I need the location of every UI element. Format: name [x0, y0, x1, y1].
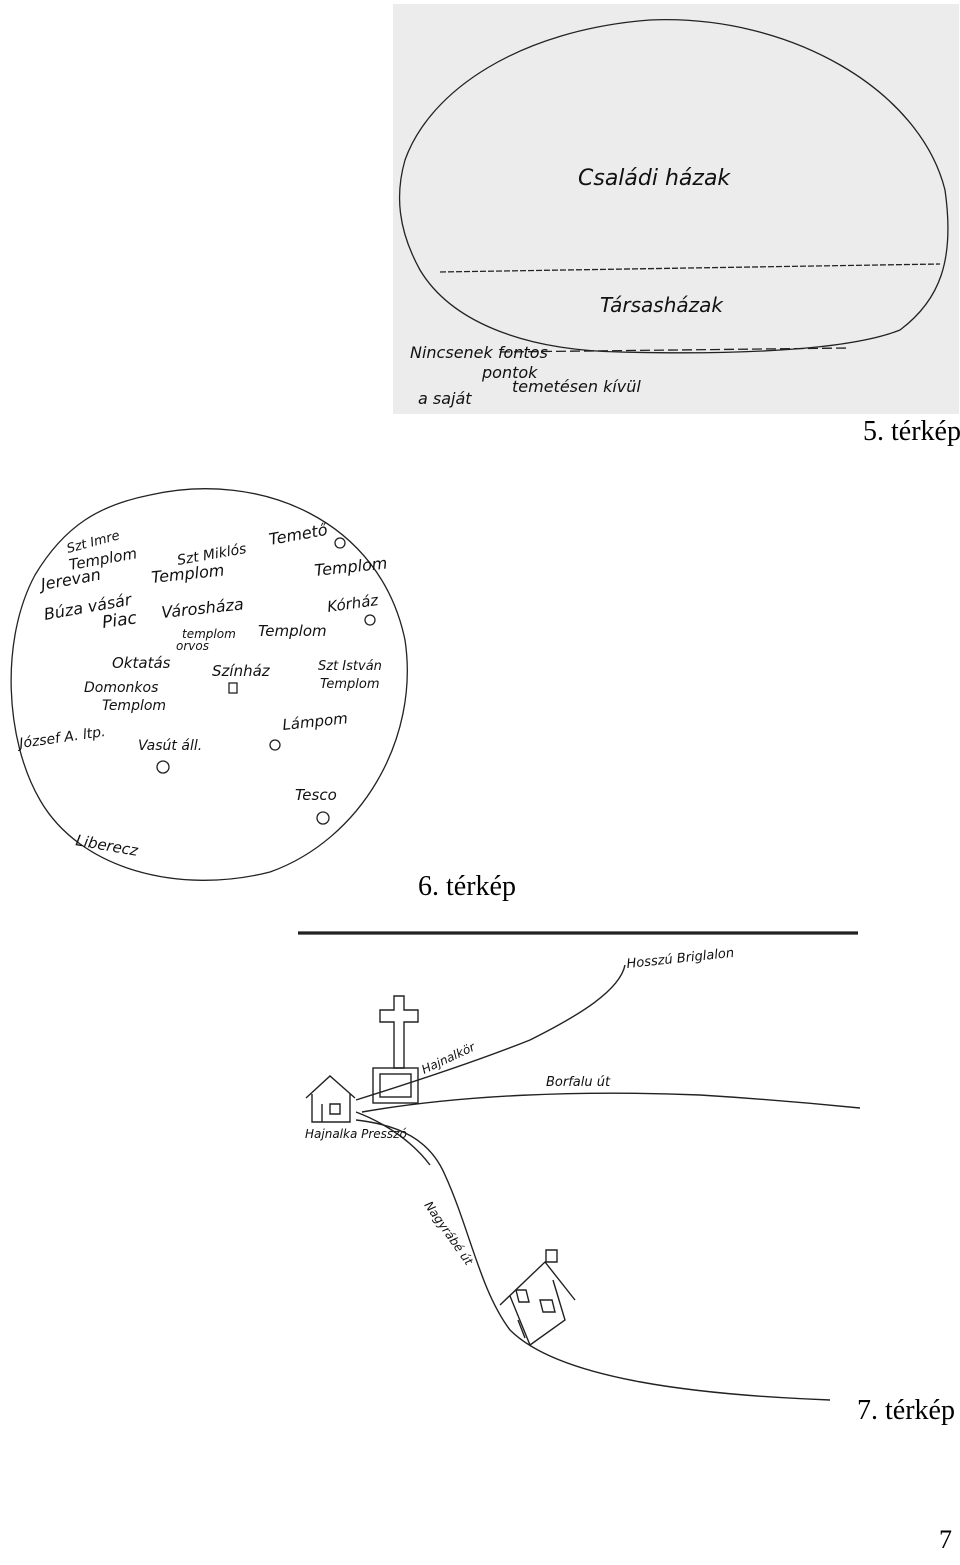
marker-circle — [334, 537, 346, 549]
map5-drawing — [398, 19, 949, 354]
map6-labels: Szt Imre Templom Szt Miklós Templom Jere… — [15, 520, 388, 860]
map6-label: Lámpom — [282, 709, 349, 734]
map5-oval-outline — [398, 19, 949, 354]
map7-cross-icon — [379, 995, 419, 1069]
marker-circle — [269, 739, 281, 751]
map6-label: Piac — [101, 608, 139, 633]
map7-drawing — [298, 931, 861, 1401]
map5-underline — [499, 347, 851, 353]
map7-label-top: Hosszú Briglalon — [626, 946, 735, 972]
map5-note-line-2: pontok — [481, 363, 538, 382]
map6-drawing — [10, 488, 408, 881]
map7-road-lower — [355, 1119, 831, 1401]
map6-label: Oktatás — [112, 654, 171, 672]
map7-house-icon — [305, 1075, 356, 1123]
map6-label: Temető — [267, 520, 329, 549]
map7-road-lower-left — [355, 1111, 431, 1166]
map7-road-upper — [355, 964, 626, 1101]
map6-label: Templom — [320, 677, 379, 692]
map6-label: Színház — [212, 662, 271, 680]
caption-map5: 5. térkép — [863, 416, 960, 447]
map6-label: Jerevan — [36, 565, 102, 595]
marker-circle-x — [156, 760, 170, 774]
map6-label: Szt István — [318, 659, 382, 674]
map6-label: József A. ltp. — [15, 724, 106, 752]
map6-circle-outline — [10, 488, 408, 881]
map6-label: Domonkos — [84, 680, 158, 696]
map6-label: Városháza — [160, 594, 244, 622]
marker-square — [228, 682, 238, 694]
map6-label: Vasút áll. — [138, 738, 202, 754]
map6-label: Kórház — [326, 591, 380, 616]
map5-scan — [393, 4, 959, 414]
map7-road-middle — [361, 1092, 861, 1113]
marker-circle — [316, 811, 330, 825]
caption-map7: 7. térkép — [857, 1395, 955, 1426]
map6-label: Templom — [313, 553, 388, 580]
map7-label-hajnalkor: Hajnalkör — [419, 1039, 478, 1076]
map5-note-line-3: a saját — [418, 389, 472, 408]
map5-note-line-1: Nincsenek fontos — [410, 343, 548, 362]
map5-note-line-4: temetésen kívül — [512, 377, 641, 396]
map5-top-label: Családi házak — [578, 166, 731, 191]
map6-label: templom — [182, 627, 236, 641]
map7-church-box — [372, 1067, 419, 1104]
map7-house-icon — [499, 1249, 576, 1347]
map7-label-presszo: Hajnalka Presszó — [305, 1127, 407, 1141]
map6-label: Templom — [258, 622, 327, 640]
map5-bottom-label: Társasházak — [600, 293, 724, 317]
map6-label: Liberecz — [74, 831, 140, 860]
map5-divider-line — [439, 263, 941, 273]
map6-label: Templom — [150, 560, 225, 587]
marker-circle — [364, 614, 376, 626]
map6-label: orvos — [176, 639, 209, 653]
page-number: 7 — [939, 1525, 952, 1554]
map6-label: Templom — [102, 698, 166, 714]
map7-label-road: Nagyrábé út — [422, 1199, 477, 1269]
map6-label: Tesco — [295, 786, 337, 804]
map7-label-borfalu: Borfalu út — [546, 1075, 611, 1090]
caption-map6: 6. térkép — [418, 871, 516, 902]
